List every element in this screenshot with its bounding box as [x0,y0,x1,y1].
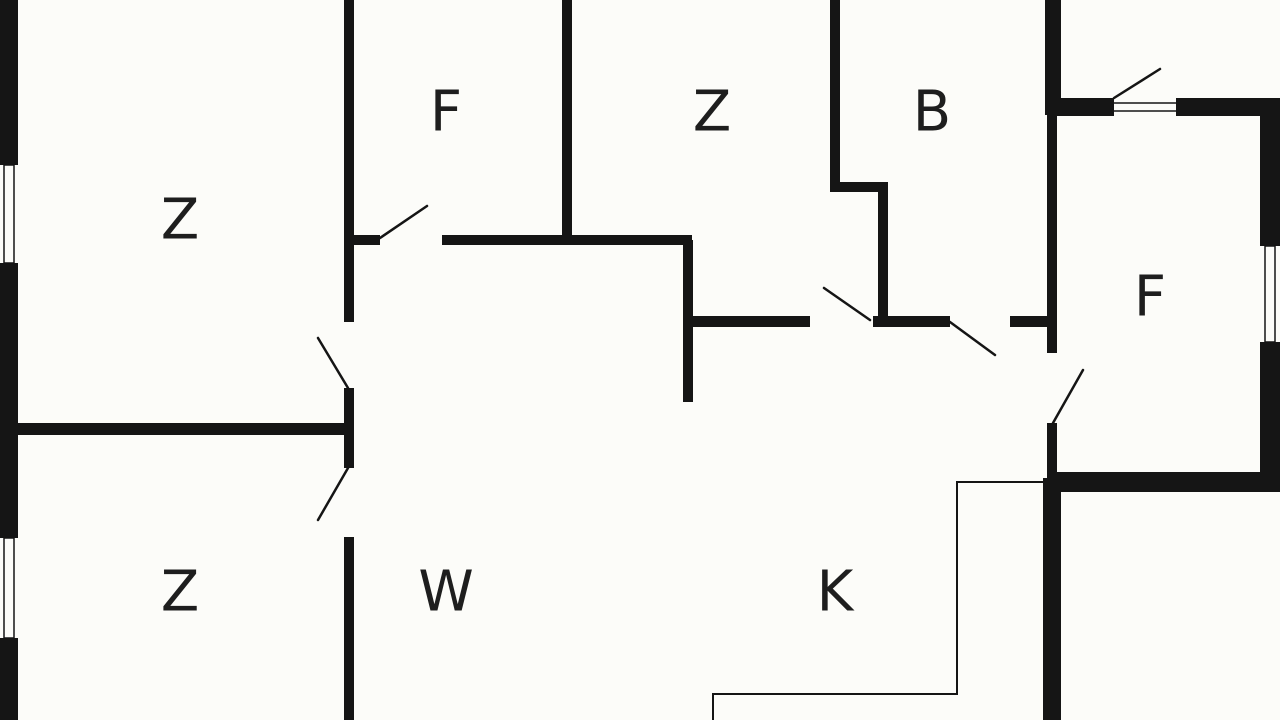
wall-kitchen-top-3 [1010,316,1055,327]
room-label-living-room: W [418,560,473,625]
door-bedroom-left-bottom [316,466,350,522]
room-label-bedroom-top-center: Z [693,80,731,145]
wall-kitchen-top-2 [873,316,950,327]
wall-bathroom-step [830,182,888,192]
room-label-bedroom-left-top: Z [161,188,199,253]
door-bedroom-top-center [822,286,872,322]
door-hall-right-top [1112,67,1162,100]
wall-hall-top-right [562,0,572,240]
kitchen-counter [712,481,1043,720]
wall-kitchen-right [1043,478,1061,720]
window-right [1264,245,1276,343]
wall-hall-right-left-1 [1047,115,1057,353]
wall-bathroom-right [1045,0,1061,115]
exterior-wall-left-3 [0,638,18,720]
wall-bathroom-left-upper [830,0,840,192]
wall-hall-top-bottom-1 [354,235,380,245]
exterior-wall-left-1 [0,0,18,165]
room-labels: Z Z F Z B F W K [161,80,1166,625]
wall-between-left-bedrooms [18,423,348,435]
wall-hall-right-bottom [1050,472,1280,492]
wall-hall-right-outer-2 [1260,342,1280,492]
wall-kitchen-top-1 [693,316,810,327]
wall-living-left-1 [344,0,354,322]
room-label-hall-right: F [1134,265,1166,330]
wall-living-left-3 [344,537,354,720]
room-label-bathroom: B [913,80,951,145]
wall-living-left-2 [344,388,354,468]
door-bathroom [948,320,997,357]
wall-hall-right-left-2 [1047,423,1057,480]
wall-hall-right-outer-1 [1260,98,1280,246]
window-left-top [3,164,15,264]
room-label-kitchen: K [817,560,855,625]
door-bedroom-left-top [316,336,350,390]
wall-hall-right-top-1 [1050,98,1114,116]
door-hall-top [378,204,429,240]
windows [3,102,1276,639]
window-left-bottom [3,537,15,639]
doors [316,67,1162,522]
wall-hall-right-top-2 [1176,98,1280,116]
wall-living-stub [683,240,693,402]
exterior-wall-left-2 [0,263,18,538]
room-label-hall-top: F [430,80,462,145]
room-label-bedroom-left-bottom: Z [161,560,199,625]
wall-bathroom-left-lower [878,182,888,322]
door-hall-right [1051,368,1085,425]
